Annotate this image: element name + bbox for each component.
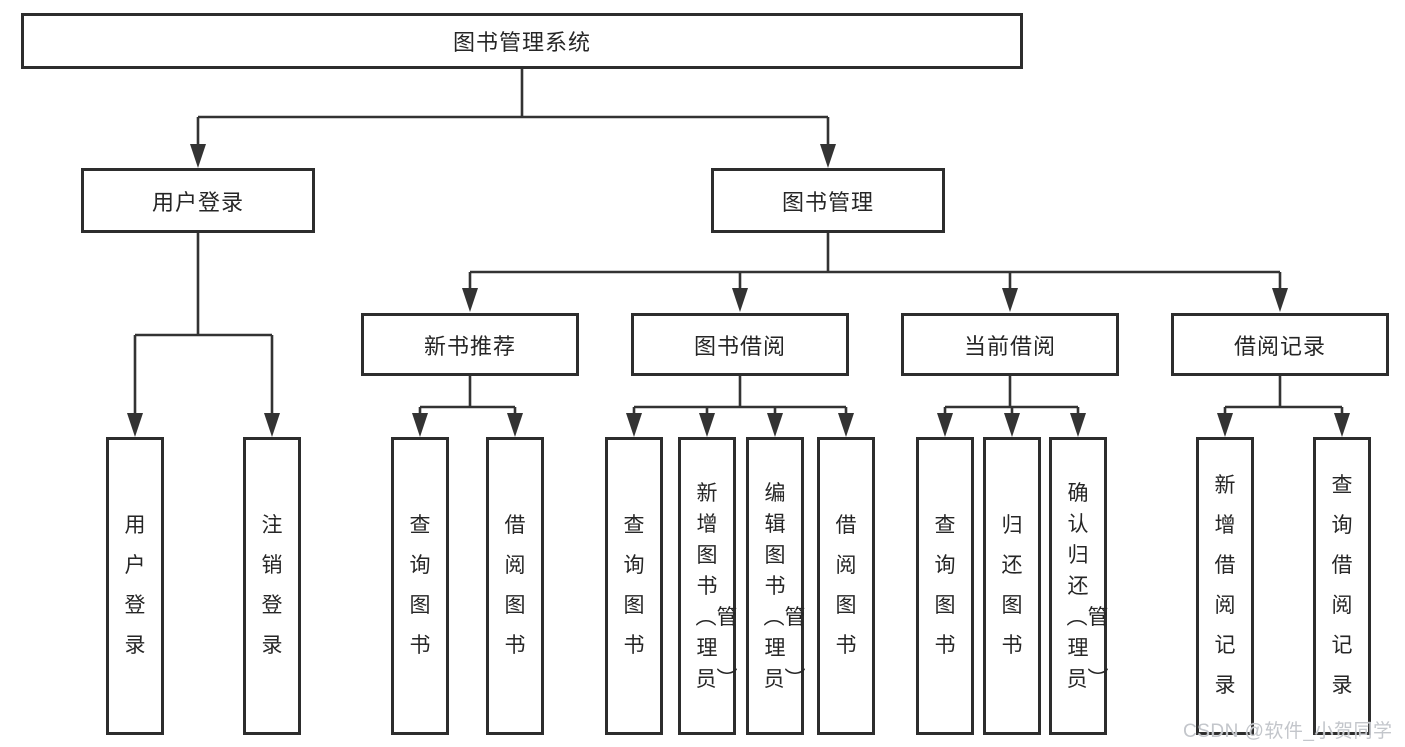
node-root-label: 图书管理系统 (452, 30, 591, 55)
leaf-query-borrow-record-label: 查询借阅记录 (1331, 474, 1353, 697)
leaf-add-book-admin-label: 新增图书︵管理员︶ (695, 481, 738, 691)
leaf-borrow-books-recommend-label: 借阅图书 (504, 514, 526, 657)
watermark: CSDN @软件_小贺同学 (1183, 721, 1393, 742)
node-current-borrowing: 当前借阅 (901, 313, 1119, 376)
leaf-query-books-borrowing: 查询图书 (605, 437, 663, 735)
leaf-query-borrow-record: 查询借阅记录 (1313, 437, 1371, 735)
node-current-borrowing-label: 当前借阅 (963, 333, 1056, 359)
leaf-add-book-admin: 新增图书︵管理员︶ (678, 437, 738, 735)
leaf-borrow-books-borrowing-label: 借阅图书 (835, 514, 857, 657)
leaf-logout-label: 注销登录 (261, 514, 283, 657)
leaf-return-book-label: 归还图书 (1001, 514, 1023, 657)
leaf-query-books-current-label: 查询图书 (934, 514, 956, 657)
leaf-add-borrow-record-label: 新增借阅记录 (1214, 474, 1236, 697)
leaf-borrow-books-borrowing: 借阅图书 (817, 437, 875, 735)
leaf-user-login-label: 用户登录 (124, 514, 146, 657)
leaf-user-login: 用户登录 (106, 437, 164, 735)
leaf-edit-book-admin: 编辑图书︵管理员︶ (746, 437, 806, 735)
leaf-query-books-recommend: 查询图书 (391, 437, 449, 735)
node-borrow-records-label: 借阅记录 (1233, 333, 1326, 359)
node-new-book-recommend-label: 新书推荐 (423, 333, 516, 359)
leaf-add-borrow-record: 新增借阅记录 (1196, 437, 1254, 735)
node-book-management: 图书管理 (711, 168, 945, 233)
leaf-confirm-return-admin: 确认归还︵管理员︶ (1049, 437, 1109, 735)
leaf-query-books-current: 查询图书 (916, 437, 974, 735)
leaf-borrow-books-recommend: 借阅图书 (486, 437, 544, 735)
leaf-edit-book-admin-label: 编辑图书︵管理员︶ (763, 481, 806, 691)
node-borrow-records: 借阅记录 (1171, 313, 1389, 376)
node-new-book-recommend: 新书推荐 (361, 313, 579, 376)
leaf-query-books-recommend-label: 查询图书 (409, 514, 431, 657)
node-user-login: 用户登录 (81, 168, 315, 233)
node-root: 图书管理系统 (21, 13, 1023, 69)
node-book-borrowing-label: 图书借阅 (693, 333, 786, 359)
node-book-borrowing: 图书借阅 (631, 313, 849, 376)
node-user-login-label: 用户登录 (151, 189, 244, 215)
node-book-management-label: 图书管理 (781, 189, 874, 215)
leaf-return-book: 归还图书 (983, 437, 1041, 735)
leaf-logout: 注销登录 (243, 437, 301, 735)
leaf-query-books-borrowing-label: 查询图书 (623, 514, 645, 657)
leaf-confirm-return-admin-label: 确认归还︵管理员︶ (1066, 481, 1109, 691)
